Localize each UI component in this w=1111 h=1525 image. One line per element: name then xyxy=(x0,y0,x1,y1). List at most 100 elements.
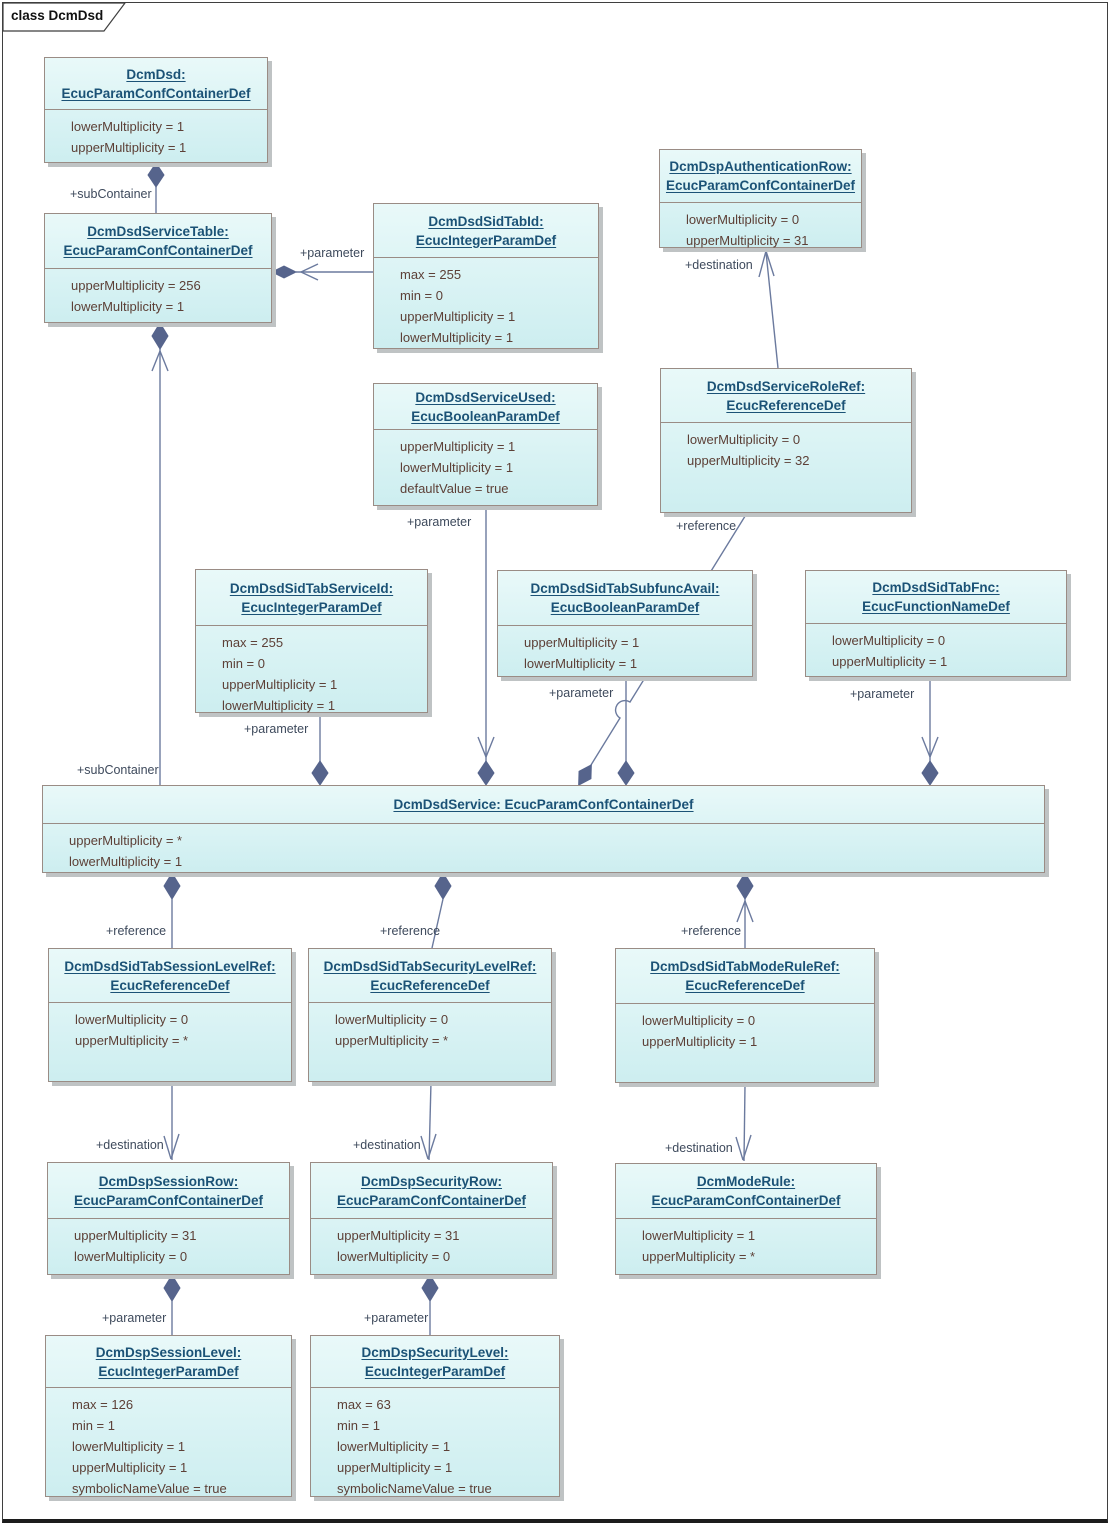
class-box-sidtab-service-id[interactable]: DcmDsdSidTabServiceId: EcucIntegerParamDe… xyxy=(195,569,428,713)
class-title: DcmDsdSidTabModeRuleRef:EcucReferenceDef xyxy=(616,949,874,1004)
attribute: lowerMultiplicity = 1 xyxy=(400,330,514,345)
connector-label: +reference xyxy=(676,519,737,533)
class-box-session-row[interactable]: DcmDspSessionRow:EcucParamConfContainerD… xyxy=(47,1162,290,1275)
class-type: EcucParamConfContainerDef xyxy=(61,85,251,101)
attribute: defaultValue = true xyxy=(400,481,509,496)
attributes: upperMultiplicity = 31 lowerMultiplicity … xyxy=(48,1219,289,1267)
class-title: DcmDsdServiceUsed:EcucBooleanParamDef xyxy=(374,384,597,430)
attributes: upperMultiplicity = *lowerMultiplicity =… xyxy=(43,824,1044,872)
class-title: DcmDsdSidTabSessionLevelRef:EcucReferenc… xyxy=(49,949,291,1003)
class-box-security-level[interactable]: DcmDspSecurityLevel: EcucIntegerParamDef m… xyxy=(310,1335,560,1497)
connector-destination-sessionrow xyxy=(163,1082,180,1160)
attributes: lowerMultiplicity = 0 upperMultiplicity =… xyxy=(616,1004,874,1052)
connector-parameter-sidtabid xyxy=(270,263,373,281)
connector-subcontainer-dsdservice xyxy=(151,322,169,785)
connector-label: +reference xyxy=(106,924,167,938)
class-type: EcucReferenceDef xyxy=(726,397,846,413)
class-type: EcucParamConfContainerDef xyxy=(73,1192,264,1208)
attribute: min = 1 xyxy=(337,1418,380,1433)
class-type: EcucIntegerParamDef xyxy=(415,232,557,248)
attribute: max = 126 xyxy=(72,1397,134,1412)
attribute: upperMultiplicity = 1 xyxy=(642,1034,758,1049)
class-box-service-table[interactable]: DcmDsdServiceTable:EcucParamConfContaine… xyxy=(44,213,272,323)
class-type: EcucParamConfContainerDef xyxy=(336,1192,527,1208)
attribute: min = 1 xyxy=(72,1418,115,1433)
connector-label: +destination xyxy=(353,1138,421,1152)
attribute: lowerMultiplicity = 0 xyxy=(337,1249,451,1264)
class-type: EcucReferenceDef xyxy=(370,977,490,993)
attribute: lowerMultiplicity = 1 xyxy=(222,698,336,713)
class-name: DcmDspSecurityRow: xyxy=(360,1173,503,1189)
class-title: DcmDspSessionLevel:EcucIntegerParamDef xyxy=(46,1336,291,1388)
class-title: DcmModeRule: EcucParamConfContainerDef xyxy=(616,1164,876,1219)
attribute: upperMultiplicity = * xyxy=(335,1033,449,1048)
attribute: upperMultiplicity = 1 xyxy=(337,1460,453,1475)
class-name: DcmModeRule: xyxy=(696,1174,796,1189)
class-box-sidtab-fnc[interactable]: DcmDsdSidTabFnc: EcucFunctionNameDef lower… xyxy=(805,570,1067,677)
class-name: DcmDsdSidTabModeRuleRef: xyxy=(650,959,840,974)
class-title: DcmDspSecurityLevel: EcucIntegerParamDef xyxy=(311,1336,559,1388)
class-box-sidtab-subfunc-avail[interactable]: DcmDsdSidTabSubfuncAvail:EcucBooleanPara… xyxy=(497,570,753,677)
class-name: DcmDsdSidTabSessionLevelRef: xyxy=(64,958,276,974)
class-box-dcmdsd[interactable]: DcmDsd:EcucParamConfContainerDef lowerMul… xyxy=(44,57,268,163)
class-name: DcmDspAuthenticationRow: xyxy=(669,159,852,174)
class-name: DcmDsdSidTabId: xyxy=(428,213,544,229)
class-type: EcucIntegerParamDef xyxy=(364,1363,506,1379)
connector-parameter-serviceid xyxy=(311,713,329,786)
class-box-authentication-row[interactable]: DcmDspAuthenticationRow:EcucParamConfCon… xyxy=(659,149,862,248)
class-box-dsd-service[interactable]: DcmDsdService: EcucParamConfContainerDef… xyxy=(42,785,1045,873)
connector-label: +parameter xyxy=(850,687,915,701)
class-name: DcmDspSecurityLevel: xyxy=(361,1344,509,1360)
connector-label: +parameter xyxy=(300,246,365,260)
class-type: EcucBooleanParamDef xyxy=(550,600,700,615)
attribute: upperMultiplicity = 31 xyxy=(74,1228,197,1243)
class-name: DcmDsdService: EcucParamConfContainerDef xyxy=(393,797,694,812)
attribute: upperMultiplicity = 1 xyxy=(832,654,948,669)
attribute: lowerMultiplicity = 0 xyxy=(686,212,800,227)
attribute: lowerMultiplicity = 1 xyxy=(524,656,638,671)
class-box-sidtab-session-level-ref[interactable]: DcmDsdSidTabSessionLevelRef:EcucReferenc… xyxy=(48,948,292,1082)
class-name: DcmDspSessionLevel: xyxy=(95,1344,242,1360)
attribute: upperMultiplicity = 32 xyxy=(687,453,810,468)
attribute: upperMultiplicity = * xyxy=(75,1033,189,1048)
attribute: max = 63 xyxy=(337,1397,391,1412)
class-title: DcmDsdServiceRoleRef:EcucReferenceDef xyxy=(661,369,911,423)
class-type: EcucParamConfContainerDef xyxy=(651,1193,841,1208)
connector-reference-roleref xyxy=(578,512,748,787)
attribute: lowerMultiplicity = 1 xyxy=(69,854,183,869)
class-title: DcmDsd:EcucParamConfContainerDef xyxy=(45,58,267,110)
class-box-session-level[interactable]: DcmDspSessionLevel:EcucIntegerParamDef ma… xyxy=(45,1335,292,1497)
connector-reference-sessionlevelref xyxy=(163,872,181,948)
attribute: lowerMultiplicity = 0 xyxy=(74,1249,188,1264)
class-type: EcucIntegerParamDef xyxy=(241,599,382,615)
class-box-sidtab-id[interactable]: DcmDsdSidTabId: EcucIntegerParamDef max = … xyxy=(373,203,599,349)
class-name: DcmDsdSidTabServiceId: xyxy=(229,580,394,596)
connector-label: +destination xyxy=(96,1138,164,1152)
class-type: EcucFunctionNameDef xyxy=(862,599,1010,614)
class-box-security-row[interactable]: DcmDspSecurityRow: EcucParamConfContainer… xyxy=(310,1162,553,1275)
class-title: DcmDsdSidTabFnc: EcucFunctionNameDef xyxy=(806,571,1066,624)
class-box-sidtab-security-level-ref[interactable]: DcmDsdSidTabSecurityLevelRef:EcucReferen… xyxy=(308,948,552,1082)
connector-label: +parameter xyxy=(364,1311,429,1325)
attribute: lowerMultiplicity = 0 xyxy=(642,1013,756,1028)
class-name: DcmDsdSidTabFnc: xyxy=(872,580,1000,595)
class-box-sidtab-mode-rule-ref[interactable]: DcmDsdSidTabModeRuleRef:EcucReferenceDef… xyxy=(615,948,875,1083)
attribute: lowerMultiplicity = 0 xyxy=(832,633,946,648)
class-type: EcucParamConfContainerDef xyxy=(63,243,253,258)
class-title: DcmDsdServiceTable:EcucParamConfContaine… xyxy=(45,214,271,269)
class-title: DcmDsdSidTabSecurityLevelRef:EcucReferen… xyxy=(309,949,551,1003)
attribute: lowerMultiplicity = 1 xyxy=(71,119,185,134)
connector-label: +reference xyxy=(380,924,441,938)
connector-label: +parameter xyxy=(549,686,614,700)
attribute: upperMultiplicity = 1 xyxy=(72,1460,188,1475)
